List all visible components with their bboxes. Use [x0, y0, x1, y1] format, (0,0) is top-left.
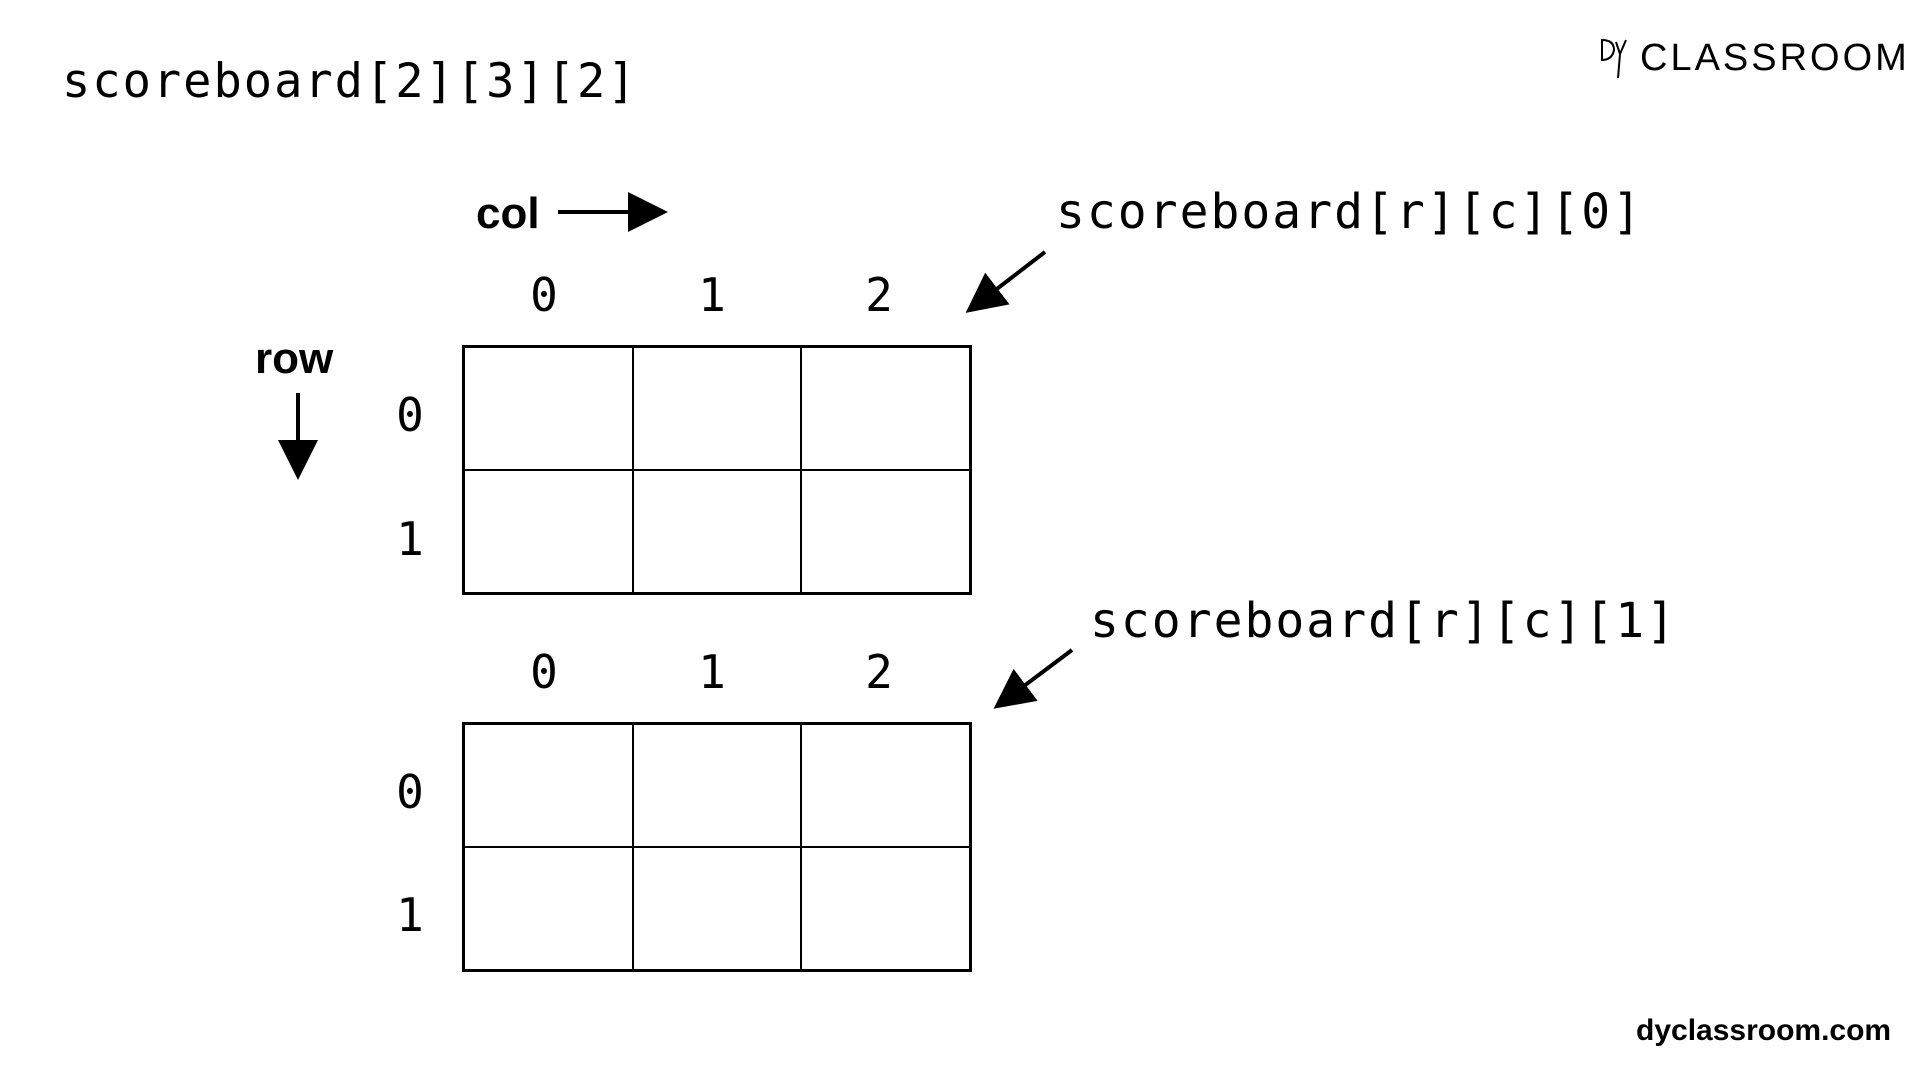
layer1-col-index-1: 1 [698, 645, 726, 699]
grid-cell-r1-c0 [464, 847, 633, 970]
grid-cell-r1-c2 [801, 847, 970, 970]
layer0-label: scoreboard[r][c][0] [1056, 184, 1644, 240]
layer1-row-index-0: 0 [396, 765, 424, 819]
grid-cell-r0-c0 [464, 347, 633, 470]
layer0-row-index-0: 0 [396, 388, 424, 442]
layer0-grid [462, 345, 972, 595]
layer1-row-index-1: 1 [396, 888, 424, 942]
grid-cell-r0-c1 [632, 347, 802, 470]
layer0-col-index-1: 1 [698, 268, 726, 322]
grid-cell-r1-c1 [632, 470, 802, 593]
classroom-logo: CLASSROOM [1598, 34, 1910, 82]
layer0-col-index-0: 0 [530, 268, 558, 322]
row-axis-label: row [255, 334, 334, 383]
layer0-row-index-1: 1 [396, 512, 424, 566]
grid-cell-r1-c2 [801, 470, 970, 593]
layer1-label: scoreboard[r][c][1] [1090, 593, 1678, 649]
grid-cell-r1-c1 [632, 847, 802, 970]
grid-cell-r1-c0 [464, 470, 633, 593]
layer1-pointer-arrow-icon [993, 648, 1074, 709]
col-axis-label: col [476, 189, 540, 238]
layer1-grid [462, 722, 972, 972]
grid-cell-r0-c2 [801, 724, 970, 847]
layer1-col-index-0: 0 [530, 645, 558, 699]
dy-logo-icon [1601, 38, 1627, 79]
grid-cell-r0-c2 [801, 347, 970, 470]
grid-cell-r0-c1 [632, 724, 802, 847]
logo-text: CLASSROOM [1640, 36, 1910, 79]
array-declaration-title: scoreboard[2][3][2] [62, 54, 638, 109]
layer0-col-index-2: 2 [865, 268, 893, 322]
layer0-pointer-arrow-icon [965, 250, 1047, 313]
grid-cell-r0-c0 [464, 724, 633, 847]
layer1-col-index-2: 2 [865, 645, 893, 699]
site-url: dyclassroom.com [1636, 1014, 1892, 1047]
